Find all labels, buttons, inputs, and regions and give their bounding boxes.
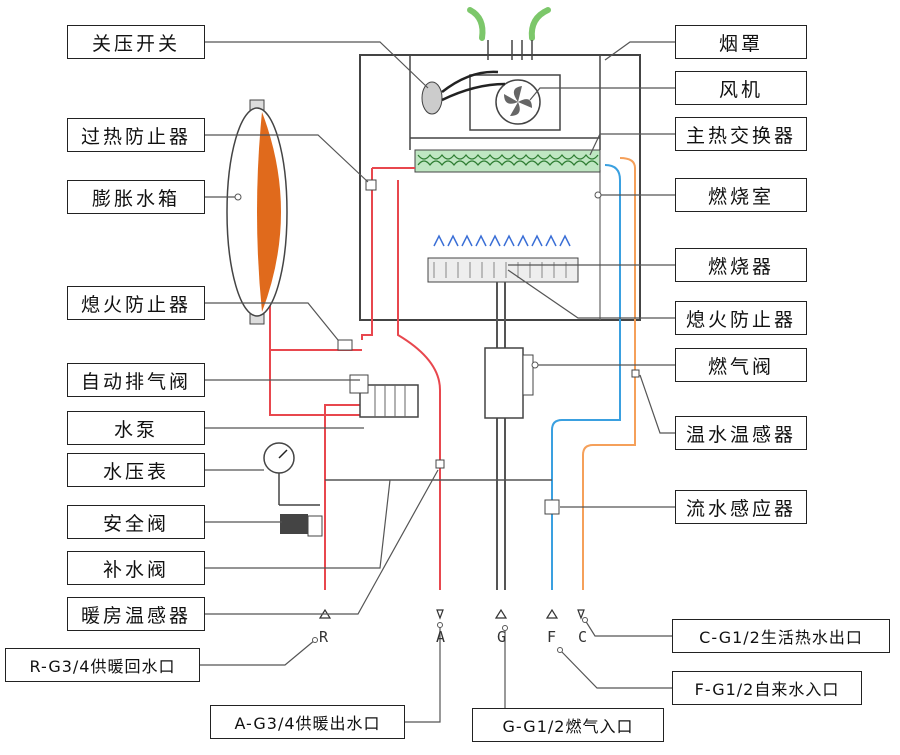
label-combustion-chamber: 燃烧室 [675,178,807,212]
label-flame-failure-protector-left: 熄火防止器 [67,286,205,320]
label-outlet-a: A-G3/4供暖出水口 [210,705,405,739]
safety-valve-icon [280,514,323,537]
label-outlet-g: G-G1/2燃气入口 [472,708,664,742]
label-flame-failure-protector-right: 熄火防止器 [675,301,807,335]
label-outlet-f: F-G1/2自来水入口 [672,671,862,705]
label-main-heat-exchanger: 主热交换器 [675,117,807,151]
label-water-temp-sensor: 温水温感器 [675,416,807,450]
label-water-flow-sensor: 流水感应器 [675,490,807,524]
label-auto-air-vent: 自动排气阀 [67,363,205,397]
pressure-gauge-icon [263,442,320,506]
label-air-pressure-switch: 关压开关 [67,25,205,59]
label-outlet-r: R-G3/4供暖回水口 [5,648,200,682]
flow-sensor-icon [544,499,560,515]
flue-arrows-icon [467,7,551,41]
outlet-code-a: A [436,628,446,646]
label-burner: 燃烧器 [675,248,807,282]
pump-icon [349,374,419,418]
water-temp-sensor-icon [631,369,640,378]
label-outlet-c: C-G1/2生活热水出口 [672,619,890,653]
label-safety-valve: 安全阀 [67,505,205,539]
air-pressure-switch-icon [421,70,506,115]
flame-guard-icon [337,339,353,351]
outlet-code-r: R [319,628,329,646]
outlet-code-c: C [578,628,588,646]
cold-water-pipe [551,164,621,590]
outlet-code-g: G [497,628,507,646]
expansion-tank-icon [226,99,288,325]
label-fill-valve: 补水阀 [67,551,205,585]
label-water-pump: 水泵 [67,411,205,445]
burner-icon [427,257,579,283]
heat-exchanger-icon [414,149,601,173]
gas-valve-icon [484,347,524,419]
flames-icon [433,234,571,247]
label-overheat-protector: 过热防止器 [67,118,205,152]
heating-pipe [361,167,441,590]
label-gas-valve: 燃气阀 [675,348,807,382]
label-flue-hood: 烟罩 [675,25,807,59]
label-pressure-gauge: 水压表 [67,453,205,487]
room-sensor-icon [435,459,445,469]
label-expansion-tank: 膨胀水箱 [67,180,205,214]
fan-icon [495,79,541,125]
hot-water-pipe [582,157,636,590]
outlet-code-f: F [547,628,557,646]
label-fan: 风机 [675,71,807,105]
boiler-casing [359,54,641,321]
overheat-sensor-icon [365,179,377,191]
label-room-temp-sensor: 暖房温感器 [67,597,205,631]
